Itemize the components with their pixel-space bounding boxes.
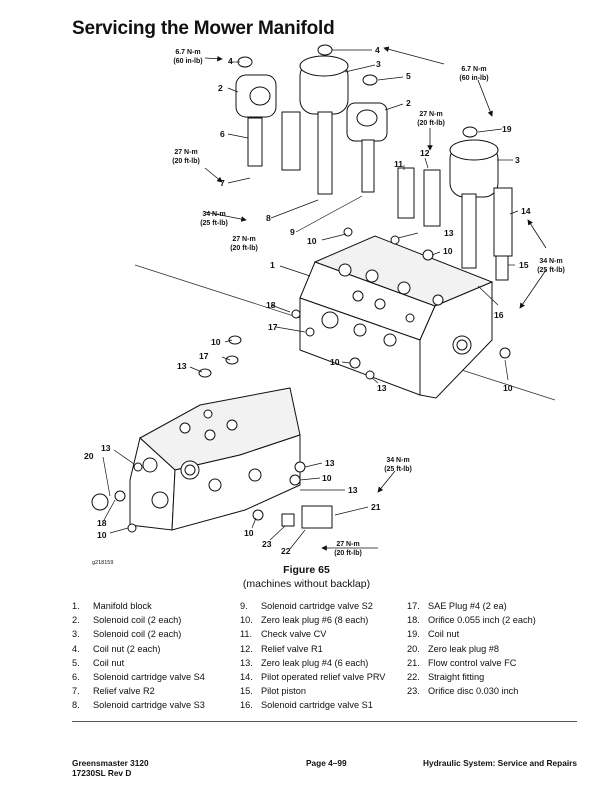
callout-13e: 13: [325, 458, 335, 468]
torque-c-unit: (20 ft-lb): [172, 158, 200, 165]
torque-h-value: 34 N-m: [386, 457, 409, 464]
solenoid-coil-3-top: [299, 55, 349, 115]
torque-i-value: 27 N-m: [336, 541, 359, 548]
callout-23: 23: [262, 539, 272, 549]
callout-18b: 18: [97, 518, 107, 528]
callout-3b: 3: [515, 155, 520, 165]
callout-13a: 13: [444, 228, 454, 238]
torque-d-value: 27 N-m: [419, 111, 442, 118]
solenoid-coil-2-left: [235, 74, 277, 118]
callout-14: 14: [521, 206, 531, 216]
torque-g-unit: (25 ft-lb): [537, 267, 565, 274]
callout-15: 15: [519, 260, 529, 270]
callout-20: 20: [84, 451, 94, 461]
coil-nuts-plugs: [91, 44, 511, 533]
torque-f-unit: (20 ft-lb): [230, 245, 258, 252]
callout-1: 1: [270, 260, 275, 270]
callout-17b: 17: [199, 351, 209, 361]
footer-section: Hydraulic System: Service and Repairs: [422, 758, 577, 768]
figure-subtitle: (machines without backlap): [242, 578, 371, 590]
callout-10e: 10: [211, 337, 221, 347]
footer-page-number: Page 4–99: [306, 758, 347, 768]
torque-e-value: 34 N-m: [202, 211, 225, 218]
footer-product: Greensmaster 3120: [72, 758, 149, 768]
callout-9: 9: [290, 227, 295, 237]
torque-i-unit: (20 ft-lb): [334, 550, 362, 557]
callout-13f: 13: [348, 485, 358, 495]
torque-f-value: 27 N-m: [232, 236, 255, 243]
torque-b-value: 6.7 N-m: [461, 66, 486, 73]
torque-h-unit: (25 ft-lb): [384, 466, 412, 473]
footer-docnum: 17230SL Rev D: [72, 768, 132, 778]
callout-10a: 10: [307, 236, 317, 246]
callout-4b: 4: [375, 45, 380, 55]
leader-lines: [102, 49, 519, 550]
solenoid-coil-3-right: [449, 139, 499, 198]
torque-arrows: [204, 46, 547, 551]
callout-17a: 17: [268, 322, 278, 332]
page-title: Servicing the Mower Manifold: [72, 18, 335, 39]
torque-b-unit: (60 in-lb): [459, 75, 488, 82]
torque-c-value: 27 N-m: [174, 149, 197, 156]
callout-6: 6: [220, 129, 225, 139]
callout-21: 21: [371, 502, 381, 512]
torque-a-unit: (60 in-lb): [173, 58, 202, 65]
cartridge-valves: [247, 111, 513, 529]
torque-a-value: 6.7 N-m: [175, 49, 200, 56]
callout-2b: 2: [406, 98, 411, 108]
callout-10b: 10: [443, 246, 453, 256]
callout-3a: 3: [376, 59, 381, 69]
manifold-block-upper: [299, 235, 494, 399]
torque-g-value: 34 N-m: [539, 258, 562, 265]
torque-e-unit: (25 ft-lb): [200, 220, 228, 227]
callout-12: 12: [420, 148, 430, 158]
callout-10d: 10: [503, 383, 513, 393]
torque-d-unit: (20 ft-lb): [417, 120, 445, 127]
callout-22: 22: [281, 546, 291, 556]
manifold-block-lower: [129, 387, 301, 531]
graphic-id: g218159: [92, 560, 114, 566]
solenoid-coil-2-right: [346, 102, 388, 142]
figure-number: Figure 65: [283, 564, 330, 576]
exploded-diagram: 4 2 6 7 8 9 1 10 4 3 5 2 11 12 19 3 14 1…: [84, 44, 565, 557]
callout-7: 7: [220, 178, 225, 188]
callout-4a: 4: [228, 56, 233, 66]
callout-10c: 10: [330, 357, 340, 367]
callout-5: 5: [406, 71, 411, 81]
callout-13d: 13: [101, 443, 111, 453]
callout-13b: 13: [377, 383, 387, 393]
callout-10h: 10: [244, 528, 254, 538]
callout-11: 11: [394, 159, 403, 169]
callout-10f: 10: [322, 473, 332, 483]
callout-18a: 18: [266, 300, 276, 310]
callout-16: 16: [494, 310, 504, 320]
callout-2a: 2: [218, 83, 223, 93]
callout-10g: 10: [97, 530, 107, 540]
callout-19: 19: [502, 124, 512, 134]
footer-left: Greensmaster 3120 17230SL Rev D: [72, 758, 149, 778]
callout-8: 8: [266, 213, 271, 223]
footer-divider: [72, 721, 577, 722]
callout-13c: 13: [177, 361, 187, 371]
